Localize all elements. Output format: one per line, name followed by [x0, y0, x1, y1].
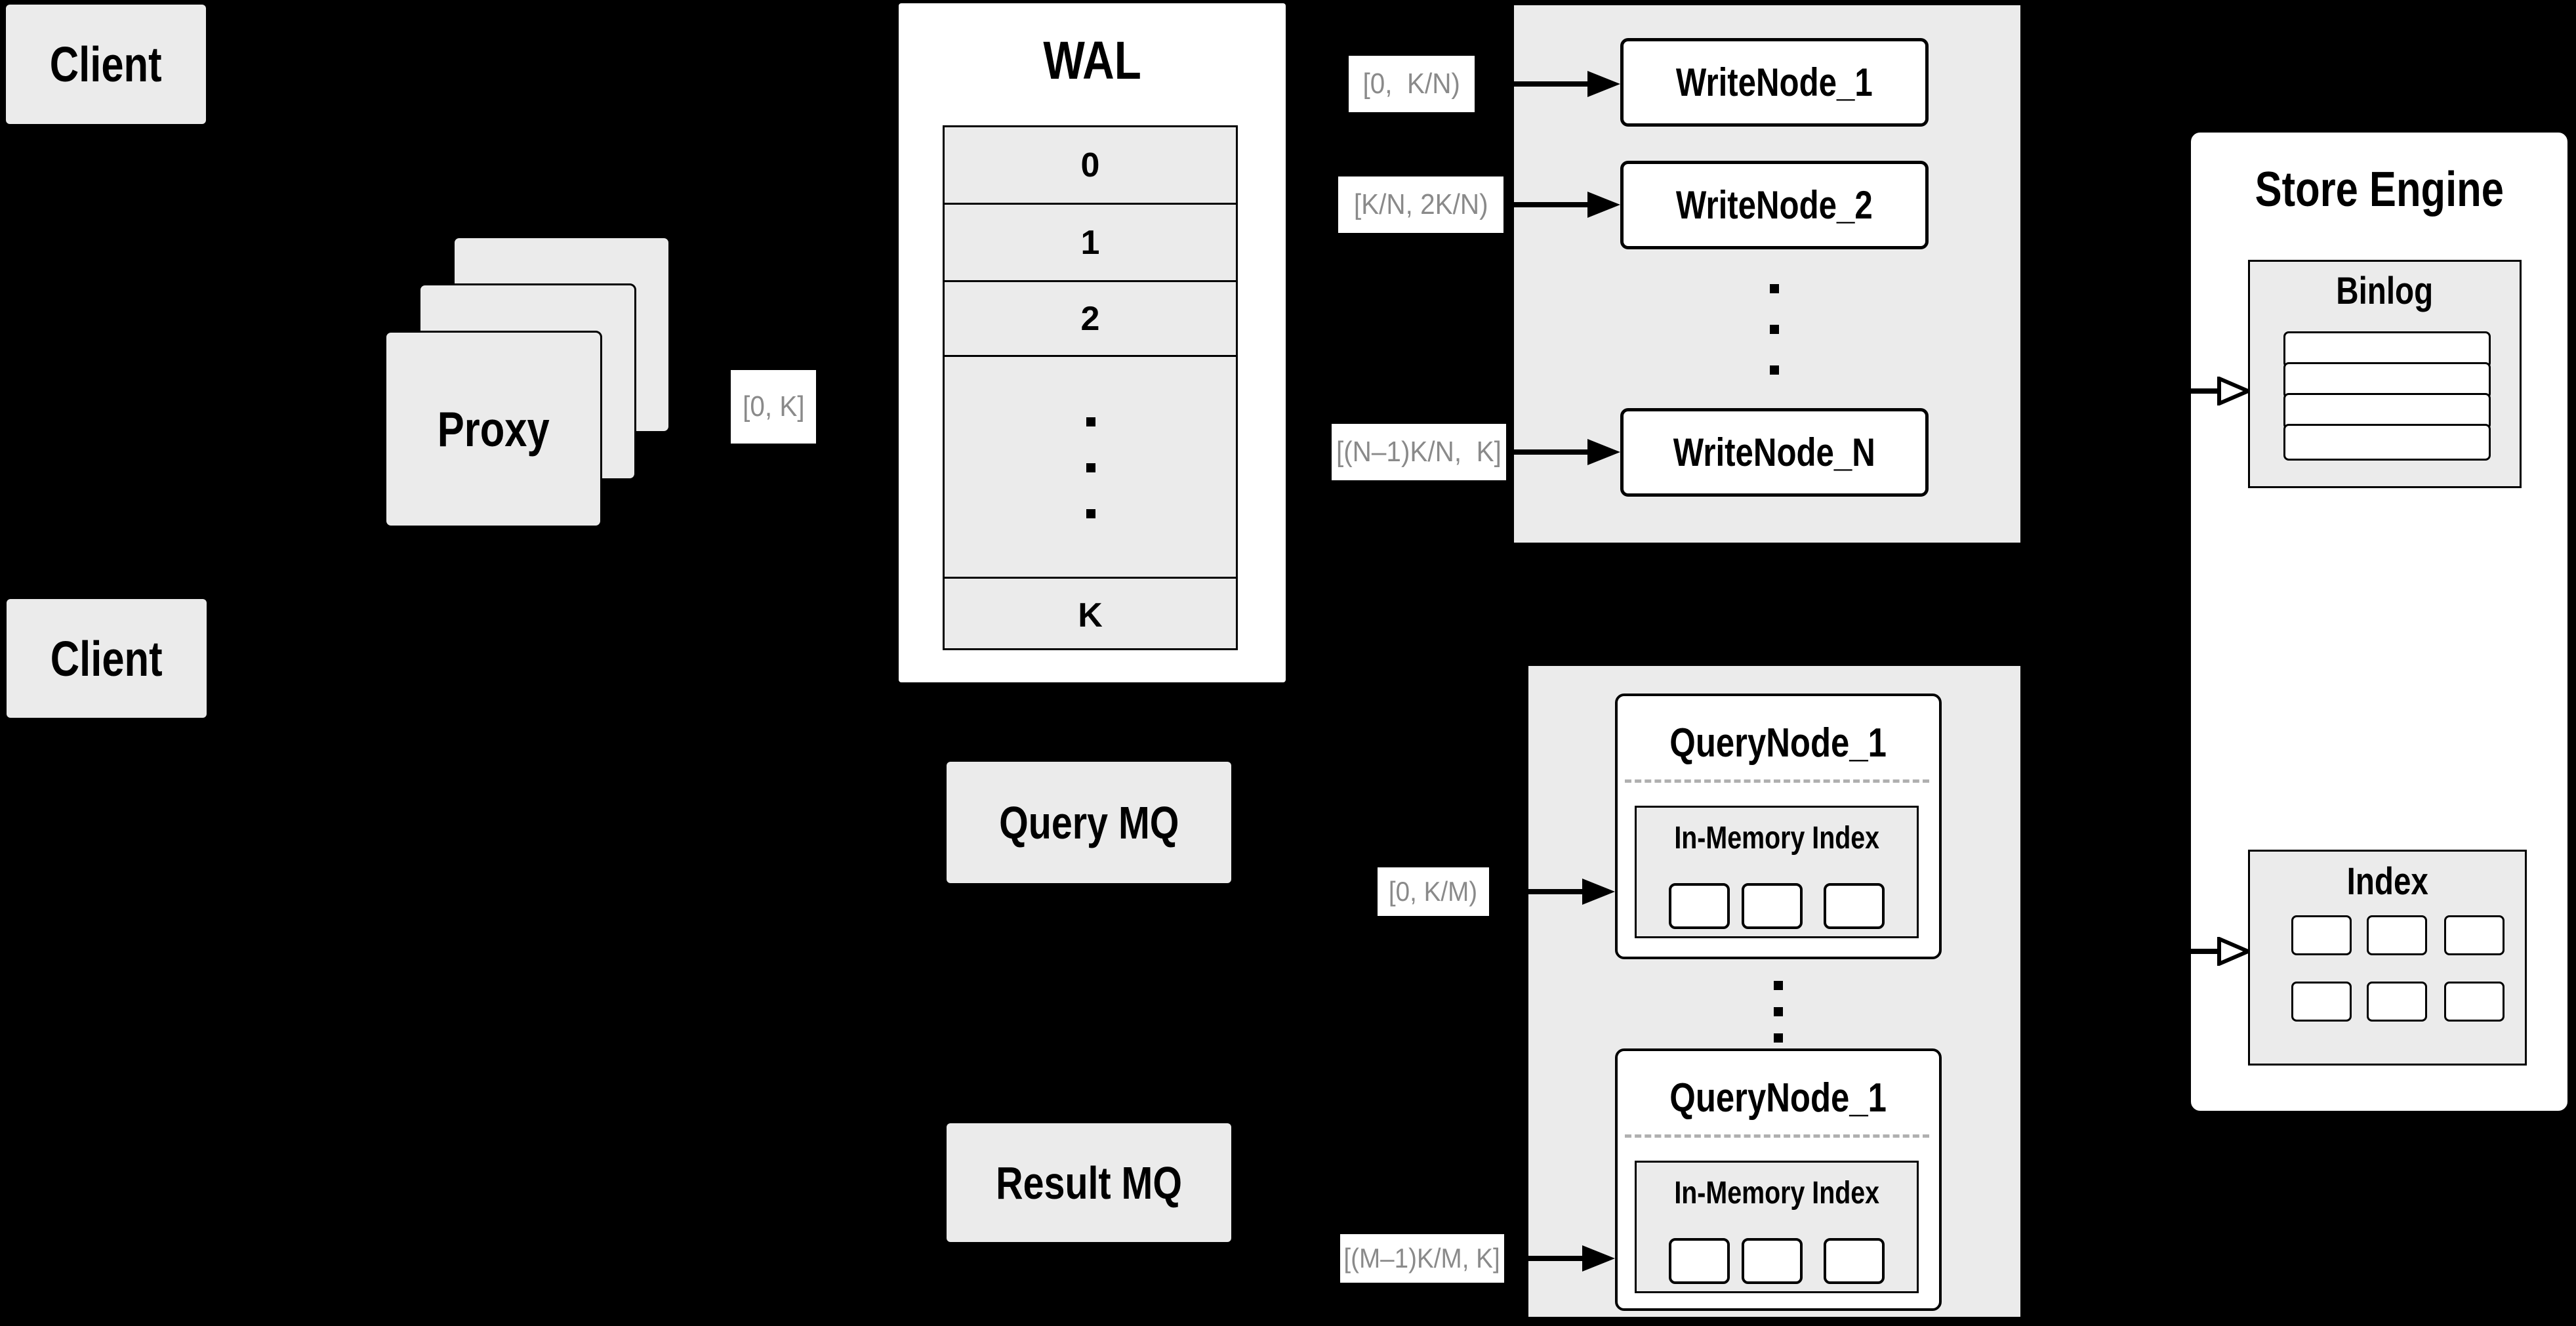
query-node-2-title: QueryNode_1 — [1669, 1075, 1887, 1121]
memory-segment-cell — [1669, 1238, 1730, 1284]
client-box-top: Client — [6, 5, 206, 124]
wal-segment-1: 1 — [1080, 223, 1100, 262]
write-node-2-box: WriteNode_2 — [1620, 161, 1929, 249]
vertical-ellipsis-dot — [1770, 284, 1779, 293]
wal-segment-0: 0 — [1080, 146, 1100, 184]
write-node-n-box: WriteNode_N — [1620, 408, 1929, 497]
client-bottom-label: Client — [51, 631, 163, 686]
vertical-ellipsis-dot — [1086, 417, 1095, 426]
vertical-ellipsis-dot — [1770, 325, 1779, 334]
memory-segment-cell — [1742, 1238, 1803, 1284]
vertical-ellipsis-dot — [1774, 981, 1783, 990]
query-mq-box: Query MQ — [947, 762, 1231, 883]
open-arrowhead-icon — [2217, 937, 2250, 966]
binlog-row — [2283, 424, 2491, 461]
write-node-2-label: WriteNode_2 — [1676, 183, 1873, 227]
vertical-ellipsis-dot — [1086, 463, 1095, 472]
index-cell — [2291, 915, 2352, 955]
open-arrowhead-icon — [2217, 377, 2250, 405]
client-box-bottom: Client — [7, 599, 207, 718]
wal-segment-row: K — [945, 577, 1236, 652]
vertical-ellipsis-dot — [1770, 365, 1779, 375]
filled-arrowhead-icon — [1582, 879, 1615, 905]
filled-arrowhead-icon — [1587, 71, 1620, 97]
write-node-1-label: WriteNode_1 — [1676, 60, 1873, 104]
result-mq-label: Result MQ — [996, 1157, 1182, 1209]
wal-ellipsis-row — [945, 355, 1236, 577]
wal-segment-k: K — [1078, 596, 1103, 634]
query-range-1-label: [0, K/M) — [1378, 867, 1489, 916]
write-node-1-box: WriteNode_1 — [1620, 38, 1929, 127]
wal-segment-row: 1 — [945, 203, 1236, 280]
connector-line — [1475, 81, 1590, 87]
client-top-label: Client — [50, 37, 162, 92]
write-range-1-label: [0, K/N) — [1349, 56, 1475, 112]
proxy-box: Proxy — [384, 331, 602, 528]
in-memory-index-1-title: In-Memory Index — [1674, 821, 1879, 856]
wal-segment-row: 0 — [945, 127, 1236, 203]
wal-segment-row: 2 — [945, 280, 1236, 355]
filled-arrowhead-icon — [1587, 192, 1620, 218]
index-cell — [2367, 915, 2427, 955]
connector-line — [1489, 889, 1587, 894]
wal-title: WAL — [1043, 31, 1141, 91]
query-range-2-label: [(M–1)K/M, K] — [1340, 1234, 1504, 1283]
binlog-row — [2283, 362, 2491, 399]
vertical-ellipsis-dot — [1774, 1033, 1783, 1043]
dashed-divider — [1625, 779, 1929, 783]
result-mq-box: Result MQ — [947, 1123, 1231, 1242]
wal-table: 0 1 2 K — [943, 125, 1238, 650]
index-cell — [2444, 982, 2504, 1022]
query-mq-label: Query MQ — [998, 797, 1179, 848]
in-memory-index-2-title: In-Memory Index — [1674, 1176, 1879, 1211]
index-box — [2248, 850, 2527, 1066]
binlog-row — [2283, 331, 2491, 368]
proxy-label: Proxy — [437, 402, 550, 457]
connector-line — [1503, 202, 1590, 207]
dashed-divider — [1625, 1134, 1929, 1138]
write-node-n-label: WriteNode_N — [1673, 430, 1876, 474]
connector-line — [1504, 1256, 1587, 1261]
binlog-title: Binlog — [2336, 269, 2434, 312]
store-engine-title: Store Engine — [2255, 161, 2504, 217]
query-node-1-title: QueryNode_1 — [1669, 720, 1887, 766]
write-range-n-label: [(N–1)K/N, K] — [1332, 424, 1506, 480]
connector-line — [1506, 449, 1590, 455]
index-cell — [2367, 982, 2427, 1022]
memory-segment-cell — [1742, 883, 1803, 929]
proxy-range-label: [0, K] — [731, 370, 816, 444]
index-title: Index — [2346, 860, 2428, 903]
filled-arrowhead-icon — [1587, 439, 1620, 465]
index-cell — [2291, 982, 2352, 1022]
vertical-ellipsis-dot — [1086, 509, 1095, 518]
index-cell — [2444, 915, 2504, 955]
memory-segment-cell — [1669, 883, 1730, 929]
memory-segment-cell — [1824, 1238, 1885, 1284]
write-range-2-label: [K/N, 2K/N) — [1338, 176, 1503, 233]
wal-segment-2: 2 — [1080, 299, 1100, 338]
filled-arrowhead-icon — [1582, 1245, 1615, 1272]
connector-line — [2190, 949, 2224, 954]
connector-line — [2190, 388, 2224, 394]
memory-segment-cell — [1824, 883, 1885, 929]
vertical-ellipsis-dot — [1774, 1007, 1783, 1016]
